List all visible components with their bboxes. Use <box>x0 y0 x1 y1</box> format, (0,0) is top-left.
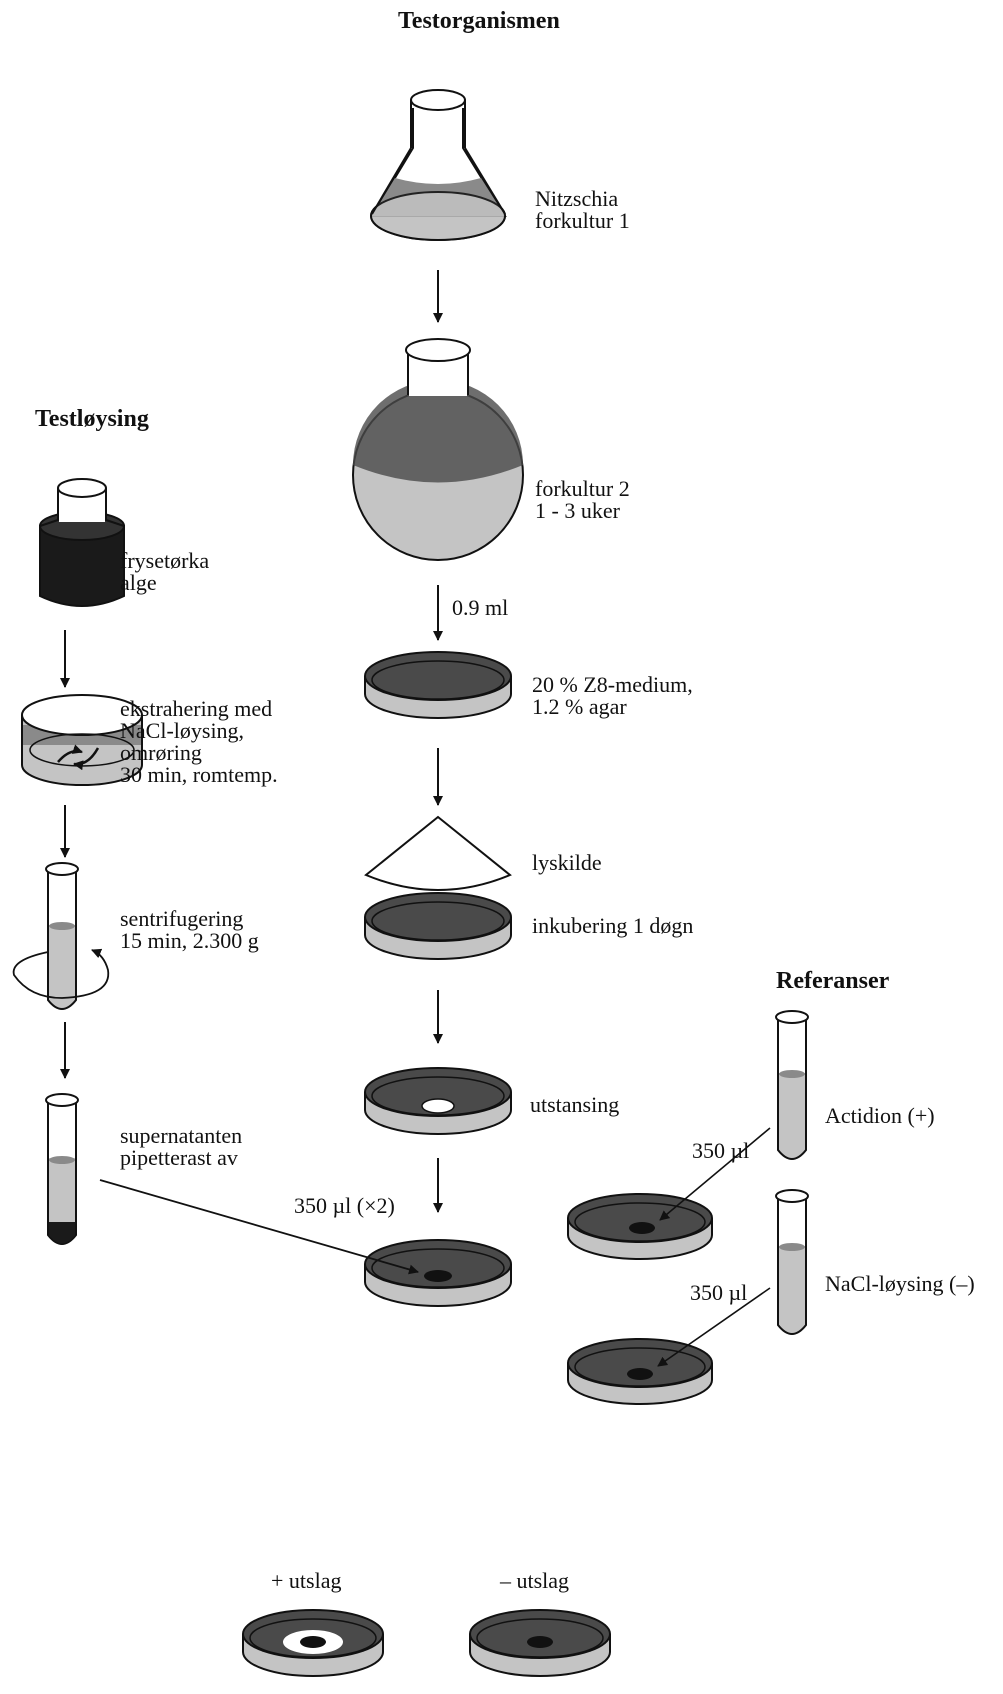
label-inkubering: inkubering 1 døgn <box>532 913 694 938</box>
label-frysetorka: frysetørka alge <box>120 550 209 594</box>
label-line: pipetterast av <box>120 1145 238 1170</box>
label-positive-result: + utslag <box>271 1568 342 1593</box>
nacl-tube-icon <box>775 1189 809 1335</box>
label-line: frysetørka <box>120 548 210 573</box>
petri-dish-sample-icon <box>364 1239 512 1307</box>
transfer-arrow <box>659 1127 771 1221</box>
label-line: 1.2 % agar <box>532 694 627 719</box>
label-forkultur-2: forkultur 2 1 - 3 uker <box>535 478 630 522</box>
petri-dish-punched-icon <box>364 1067 512 1135</box>
reference-dish-negative-icon <box>567 1338 713 1405</box>
heading-referanser: Referanser <box>776 968 890 994</box>
heading-testloysing: Testløysing <box>35 406 149 432</box>
label-line: sentrifugering <box>120 906 244 931</box>
transfer-arrow <box>657 1287 771 1367</box>
light-source-icon <box>364 815 512 891</box>
label-volume-0-9: 0.9 ml <box>452 595 509 620</box>
label-line: ekstrahering med <box>120 696 273 721</box>
result-dish-positive-icon <box>242 1609 384 1677</box>
transfer-arrow <box>99 1179 419 1275</box>
label-volume-350x2: 350 µl (×2) <box>294 1193 395 1218</box>
label-nacl-reference: NaCl-løysing (–) <box>825 1271 975 1296</box>
round-flask-icon <box>352 338 524 561</box>
label-line: 15 min, 2.300 g <box>120 928 259 953</box>
label-line: NaCl-løysing, <box>120 718 245 743</box>
label-forkultur-1: Nitzschia forkultur 1 <box>535 188 630 232</box>
erlenmeyer-flask-icon <box>370 89 507 241</box>
label-line: Nitzschia <box>535 186 619 211</box>
label-line: forkultur 2 <box>535 476 630 501</box>
label-lyskilde: lyskilde <box>532 850 602 875</box>
extraction-dish-icon <box>21 694 143 786</box>
label-line: 30 min, romtemp. <box>120 762 278 787</box>
supernatant-tube-icon <box>45 1093 79 1245</box>
heading-testorganismen: Testorganismen <box>398 8 560 34</box>
label-line: alge <box>120 570 157 595</box>
label-medium: 20 % Z8-medium, 1.2 % agar <box>532 674 693 718</box>
label-line: forkultur 1 <box>535 208 630 233</box>
actidion-tube-icon <box>775 1010 809 1160</box>
stirring-icon <box>57 744 100 771</box>
centrifuge-tube-icon <box>45 862 79 1010</box>
label-ekstrahering: ekstrahering med NaCl-løysing, omrøring … <box>120 698 278 786</box>
label-actidion: Actidion (+) <box>825 1103 935 1128</box>
result-dish-negative-icon <box>469 1609 611 1677</box>
label-negative-result: – utslag <box>500 1568 570 1593</box>
freeze-dried-jar-icon <box>39 478 125 607</box>
petri-dish-incubation-icon <box>364 892 512 960</box>
reference-dish-positive-icon <box>567 1193 713 1260</box>
label-utstansing: utstansing <box>530 1092 620 1117</box>
petri-dish-agar-icon <box>364 651 512 719</box>
label-volume-350-b: 350 µl <box>690 1280 748 1305</box>
label-supernatanten: supernatanten pipetterast av <box>120 1125 242 1169</box>
label-line: 20 % Z8-medium, <box>532 672 693 697</box>
label-line: supernatanten <box>120 1123 243 1148</box>
rotation-arrow-icon <box>12 948 110 999</box>
label-line: 1 - 3 uker <box>535 498 620 523</box>
label-volume-350-a: 350 µl <box>692 1138 750 1163</box>
label-line: omrøring <box>120 740 202 765</box>
label-sentrifugering: sentrifugering 15 min, 2.300 g <box>120 908 259 952</box>
